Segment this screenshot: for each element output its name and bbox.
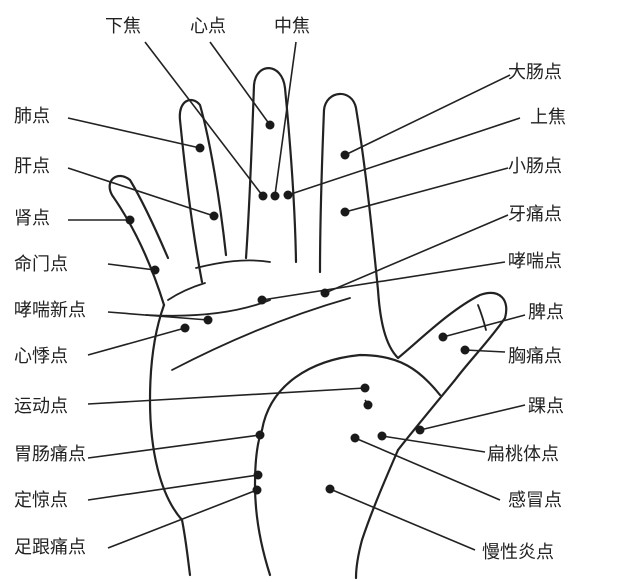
label-fei: 肺点 bbox=[14, 106, 50, 127]
dot-mingmen bbox=[150, 265, 160, 275]
label-zhongjiao: 中焦 bbox=[274, 16, 310, 37]
dot-xiongtong bbox=[460, 345, 470, 355]
acupoint-dots bbox=[125, 120, 470, 495]
label-huai: 踝点 bbox=[528, 396, 564, 417]
hand-outline bbox=[108, 67, 508, 580]
palm-creases bbox=[145, 259, 351, 371]
dot-yundong-1 bbox=[360, 383, 370, 393]
label-gan: 肝点 bbox=[14, 156, 50, 177]
dot-zugentong bbox=[252, 485, 262, 495]
dot-shen bbox=[125, 215, 135, 225]
label-yundong: 运动点 bbox=[14, 396, 68, 417]
label-ganmao: 感冒点 bbox=[508, 490, 562, 511]
label-yatong: 牙痛点 bbox=[508, 204, 562, 225]
dot-dingjing bbox=[253, 470, 263, 480]
dot-xindian bbox=[265, 120, 275, 130]
dot-shangjiao bbox=[283, 190, 293, 200]
label-xindian: 心点 bbox=[190, 16, 226, 37]
label-xiaochuanxin: 哮喘新点 bbox=[14, 300, 86, 321]
dot-xinji bbox=[180, 323, 190, 333]
dot-xiaochuan bbox=[257, 295, 267, 305]
label-xiongtong: 胸痛点 bbox=[508, 346, 562, 367]
dot-fei bbox=[195, 143, 205, 153]
dot-ganmao bbox=[350, 433, 360, 443]
dot-weichangtong bbox=[255, 430, 265, 440]
label-biantaoti: 扁桃体点 bbox=[487, 444, 559, 465]
label-xinji: 心悸点 bbox=[14, 346, 68, 367]
label-partial: 慢性炎点 bbox=[482, 542, 554, 563]
dot-huai bbox=[415, 425, 425, 435]
leader-lines bbox=[67, 41, 526, 551]
label-shen: 肾点 bbox=[14, 208, 50, 229]
dot-xiaochuanxin bbox=[203, 315, 213, 325]
label-xiajiao: 下焦 bbox=[105, 16, 141, 37]
label-xiaochang: 小肠点 bbox=[508, 156, 562, 177]
dot-biantaoti bbox=[377, 431, 387, 441]
label-pi: 脾点 bbox=[528, 302, 564, 323]
dot-yundong-2 bbox=[363, 400, 373, 410]
label-mingmen: 命门点 bbox=[14, 254, 68, 275]
label-zugentong: 足跟痛点 bbox=[14, 537, 86, 558]
label-dingjing: 定惊点 bbox=[14, 490, 68, 511]
point-labels: 下焦 心点 中焦 大肠点 上焦 小肠点 牙痛点 哮喘点 脾点 胸痛点 踝点 扁桃… bbox=[14, 16, 566, 563]
dot-yatong bbox=[320, 288, 330, 298]
dot-gan bbox=[209, 211, 219, 221]
label-xiaochuan: 哮喘点 bbox=[508, 251, 562, 272]
dot-dachang bbox=[340, 150, 350, 160]
dot-xiajiao bbox=[258, 191, 268, 201]
dot-xiaochang bbox=[340, 207, 350, 217]
label-dachang: 大肠点 bbox=[508, 62, 562, 83]
dot-pi bbox=[438, 332, 448, 342]
label-weichangtong: 胃肠痛点 bbox=[14, 444, 86, 465]
dot-partial bbox=[325, 484, 335, 494]
label-shangjiao: 上焦 bbox=[530, 107, 566, 128]
dot-zhongjiao bbox=[270, 191, 280, 201]
